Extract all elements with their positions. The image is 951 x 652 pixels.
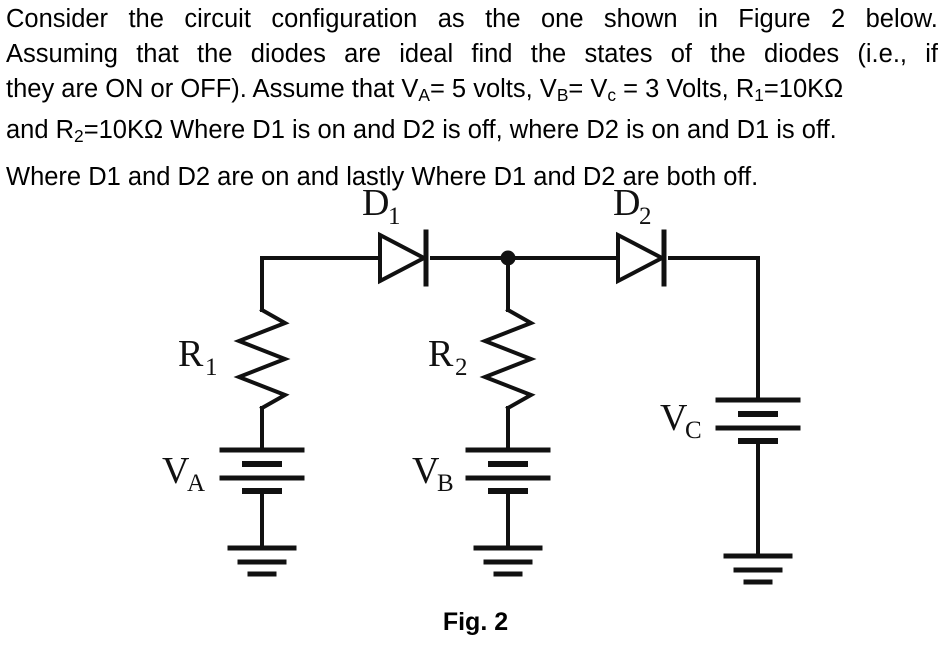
statement-line-1-word: configuration [271,5,418,33]
statement-line-1-word: in [698,5,718,33]
statement-line-2-word: diodes [763,40,840,68]
statement-line-2-word: states [584,40,653,68]
statement-line-1-word: the [128,5,164,33]
statement-line-3-seg-c: = V [568,75,608,103]
statement-line-1-word: Consider [6,5,109,33]
source-c-label: V [660,397,688,439]
statement-line-3: they are ON or OFF). Assume that VA= 5 v… [6,72,946,113]
statement-line-3-seg-d: = 3 Volts, R [616,75,755,103]
statement-line-4: and R2=10KΩ Where D1 is on and D2 is off… [6,113,946,154]
statement-line-1: Consider the circuit configuration as th… [6,2,938,37]
subscript-B: B [556,84,569,105]
problem-statement: Consider the circuit configuration as th… [6,2,946,195]
statement-line-1-word: circuit [184,5,251,33]
diode2-label: D [613,182,640,224]
statement-line-1-word: below. [865,5,938,33]
subscript-A: A [418,84,430,105]
resistor1-zigzag [233,307,291,411]
statement-line-2-word: Assuming [6,40,118,68]
statement-line-5: Where D1 and D2 are on and lastly Where … [6,154,946,195]
statement-line-4-seg-b: =10KΩ Where D1 is on and D2 is off, wher… [83,115,837,144]
resistor1-label-sub: 1 [205,354,218,381]
circuit-svg: D 1 D 2 R 1 R 2 V A V B V C [162,182,801,585]
source-b-label: V [412,450,440,492]
source-c-label-sub: C [685,417,702,444]
statement-line-3-seg-e: =10KΩ [763,75,844,103]
source-a-label: V [162,450,190,492]
statement-line-2-word: diodes [250,40,326,68]
statement-line-2-word: the [197,40,233,68]
statement-line-1-word: shown [603,5,678,33]
statement-line-2-word: ideal [399,40,454,68]
diode1-label: D [362,182,389,224]
statement-line-2: Assuming that the diodes are ideal find … [6,37,938,72]
resistor2-zigzag [479,307,537,411]
diode1-triangle [378,231,429,285]
diode2-triangle [616,231,667,285]
statement-line-2-word: that [136,40,179,68]
subscript-2: 2 [74,125,84,146]
statement-line-2-word: (i.e., [857,40,907,68]
resistor1-label: R [178,333,204,375]
statement-line-1-word: 2 [830,5,846,33]
statement-line-1-word: one [540,5,584,33]
resistor2-label: R [428,333,454,375]
figure-caption: Fig. 2 [442,608,509,636]
statement-line-2-word: if [925,40,938,68]
diode1-label-sub: 1 [388,203,401,230]
statement-line-1-word: Figure [738,5,811,33]
source-b-label-sub: B [437,470,454,497]
statement-line-2-word: the [710,40,746,68]
diode2-label-sub: 2 [639,203,652,230]
statement-line-1-word: the [485,5,521,33]
source-a-label-sub: A [187,470,205,497]
statement-line-4-seg-a: and R [6,115,75,144]
statement-line-2-word: find [471,40,513,68]
statement-line-2-word: of [670,40,693,68]
subscript-c: c [607,84,617,105]
statement-line-3-seg-b: = 5 volts, V [429,75,557,103]
resistor2-label-sub: 2 [455,354,468,381]
statement-line-3-seg-a: they are ON or OFF). Assume that V [6,75,419,103]
circuit-figure: D 1 D 2 R 1 R 2 V A V B V C [0,178,951,608]
statement-line-2-word: are [344,40,381,68]
statement-line-1-word: as [437,5,465,33]
statement-line-2-word: the [530,40,567,68]
statement-line-5-text: Where D1 and D2 are on and lastly Where … [6,162,759,191]
subscript-1: 1 [754,84,764,105]
